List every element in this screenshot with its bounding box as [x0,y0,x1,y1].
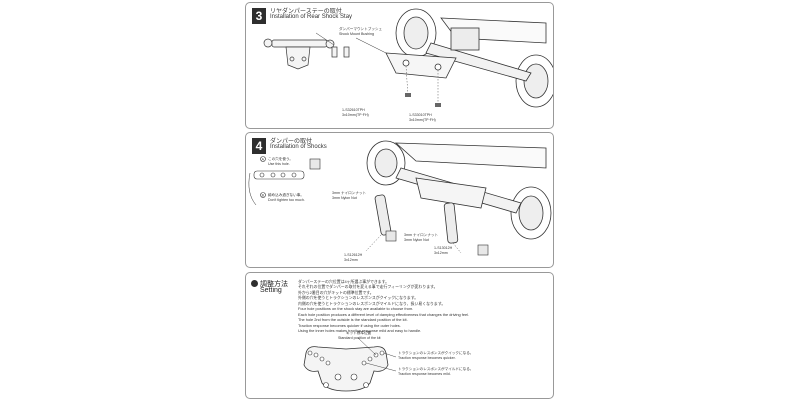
step-4-panel: 4 ダンパーの取付 Installation of Shocks A B [245,132,554,268]
shock-installation-illustration: A B [248,140,552,256]
setting-line: Using the inner holes makes traction res… [298,328,422,334]
nut-lower-en: 3mm Nylon Nut [404,238,429,242]
step-title-jp: リヤダンパーステーの取付 [270,9,342,15]
mild-response-en: Traction response becomes mild. [398,372,451,376]
std-position-jp: キット標準位置 [346,331,372,335]
step-title-en: Installation of Shocks [270,144,327,150]
screw-b-code: 1-S33010TPH [409,113,432,117]
nut-upper-jp: 3mm ナイロンナット [332,191,367,195]
svg-text:B: B [262,193,265,197]
setting-title-jp: 調整方法 [260,281,288,288]
step-title-en: Installation of Rear Shock Stay [270,14,353,20]
setting-panel: 調整方法 Setting ダンパーステーの穴位置は4ヶ所選ぶ事ができます。 それ… [245,272,554,399]
nut-lower-jp: 3mm ナイロンナット [404,233,439,237]
setting-line: 外から2番目の穴がキットの標準位置です。 [298,289,374,295]
setting-bullet-icon [251,280,258,287]
setting-line: ダンパーステーの穴位置は4ヶ所選ぶ事ができます。 [298,279,390,284]
note-b-en: Don't tighten too much. [268,198,305,202]
screw-left-code: 1-S12612H [344,253,363,257]
setting-line: Each hole position produces a different … [298,311,470,317]
step-number: 3 [252,8,266,24]
bushing-callout-en: Shock Mount Bushing [339,32,374,36]
step-number: 4 [252,138,266,154]
rear-shock-stay-illustration [263,8,553,108]
mild-response-jp: トラクションのレスポンスがマイルドになる。 [398,367,474,371]
screw-right-size: 3x12mm [434,251,448,255]
setting-line: Traction response becomes quicker if usi… [298,322,401,328]
screw-a-code: 1-S32610TPH [342,108,365,112]
setting-line: Four hole positions on the shock stay ar… [298,306,414,312]
note-b-jp: 締め込み過ぎない事。 [268,193,304,197]
screw-b-size: 3x10mm(TP·FH) [409,118,436,122]
screw-a-size: 3x10mm(TP·FH) [342,113,369,117]
setting-line: The hole 2nd from the outside is the sta… [298,317,408,323]
quick-response-jp: トラクションのレスポンスがクイックになる。 [398,351,474,355]
shock-stay-holes-illustration [303,337,397,392]
screw-left-size: 3x12mm [344,258,358,262]
screw-right-code: 1-S13012H [434,246,453,250]
bushing-callout-jp: ダンパーマウントブッシュ [339,27,383,31]
svg-text:A: A [262,157,265,161]
nut-upper-en: 3mm Nylon Nut [332,196,357,200]
quick-response-en: Traction response becomes quicker. [398,356,456,360]
std-position-en: Standard position of the kit [338,336,381,340]
note-a-jp: この穴を使う。 [268,157,293,161]
note-a-en: Use this hole. [268,162,290,166]
setting-line: 外側の穴を使うとトラクションのレスポンスがクイックになります。 [298,295,419,301]
setting-title-en: Setting [260,287,282,294]
setting-line: それぞれの位置でダンパーの取付を変える事で走行フィーリングが変わります。 [298,284,438,290]
setting-description: ダンパーステーの穴位置は4ヶ所選ぶ事ができます。 それぞれの位置でダンパーの取付… [298,279,469,334]
step-3-panel: 3 リヤダンパーステーの取付 Installation of Rear Shoc… [245,2,554,129]
step-title-jp: ダンパーの取付 [270,139,313,145]
setting-line: 内側の穴を使うとトラクションのレスポンスがマイルドになり、扱い易くなります。 [298,300,446,306]
